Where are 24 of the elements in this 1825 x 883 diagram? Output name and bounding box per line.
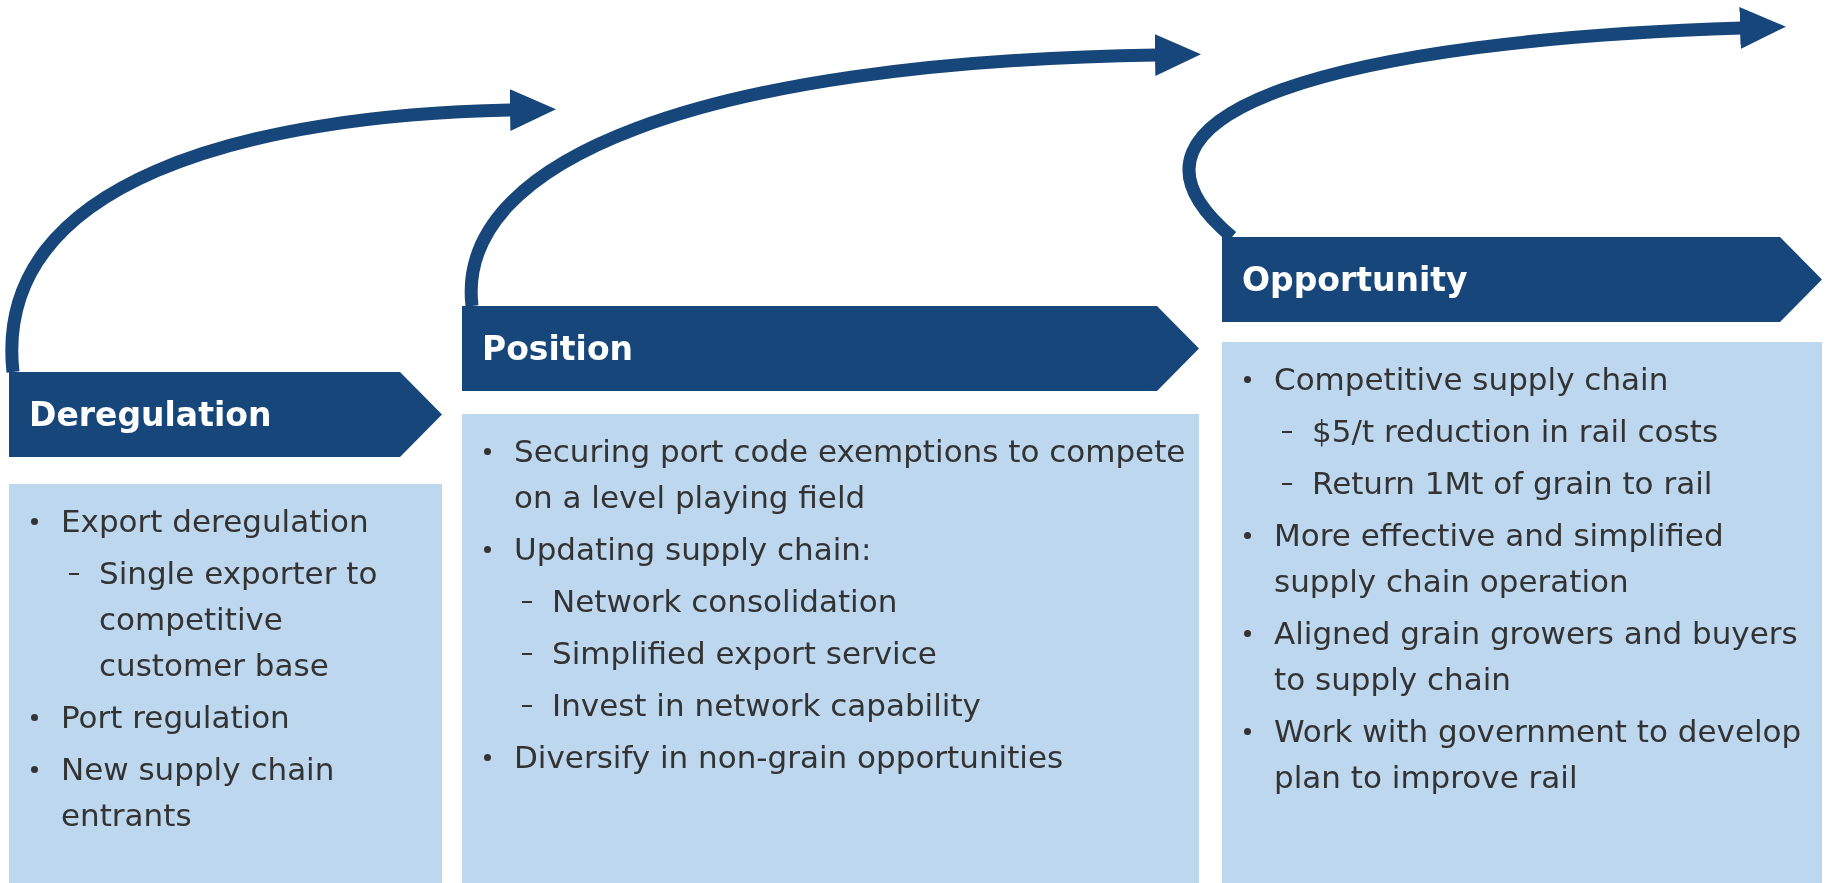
- curved-arrow: [6, 89, 556, 373]
- bullet-text: Port regulation: [61, 698, 291, 737]
- content-panel: [1222, 342, 1822, 883]
- sub-bullet-text: Network consolidation: [552, 582, 899, 621]
- chevron-header: Opportunity: [1222, 237, 1822, 322]
- chevron-header: Deregulation: [9, 372, 442, 457]
- bullet-text: Securing port code exemptions to compete on a level playing field: [514, 432, 1187, 517]
- bullet-text: Export deregulation: [61, 502, 370, 541]
- chevron-header: Position: [462, 306, 1199, 391]
- curved-arrow: [465, 34, 1201, 307]
- content-panel: [462, 414, 1199, 883]
- bullet-text: Work with government to develop plan to improve rail: [1274, 712, 1803, 797]
- sub-bullet-text: Invest in network capability: [552, 686, 982, 725]
- bullet-text: More effective and simplified supply chain operation: [1274, 516, 1725, 601]
- bullet-text: Aligned grain growers and buyers to supply chain: [1274, 614, 1799, 699]
- sub-bullet-text: Single exporter to competitive customer base: [99, 554, 379, 685]
- bullet-text: Diversify in non-grain opportunities: [514, 738, 1065, 777]
- bullet-text: Updating supply chain:: [514, 530, 873, 569]
- content-panel: [9, 484, 442, 883]
- bullet-text: Competitive supply chain: [1274, 360, 1670, 399]
- sub-bullet-text: $5/t reduction in rail costs: [1312, 412, 1720, 451]
- sub-bullet-text: Return 1Mt of grain to rail: [1312, 464, 1714, 503]
- sub-bullet-text: Simplified export service: [552, 634, 938, 673]
- bullet-text: New supply chain entrants: [61, 750, 336, 835]
